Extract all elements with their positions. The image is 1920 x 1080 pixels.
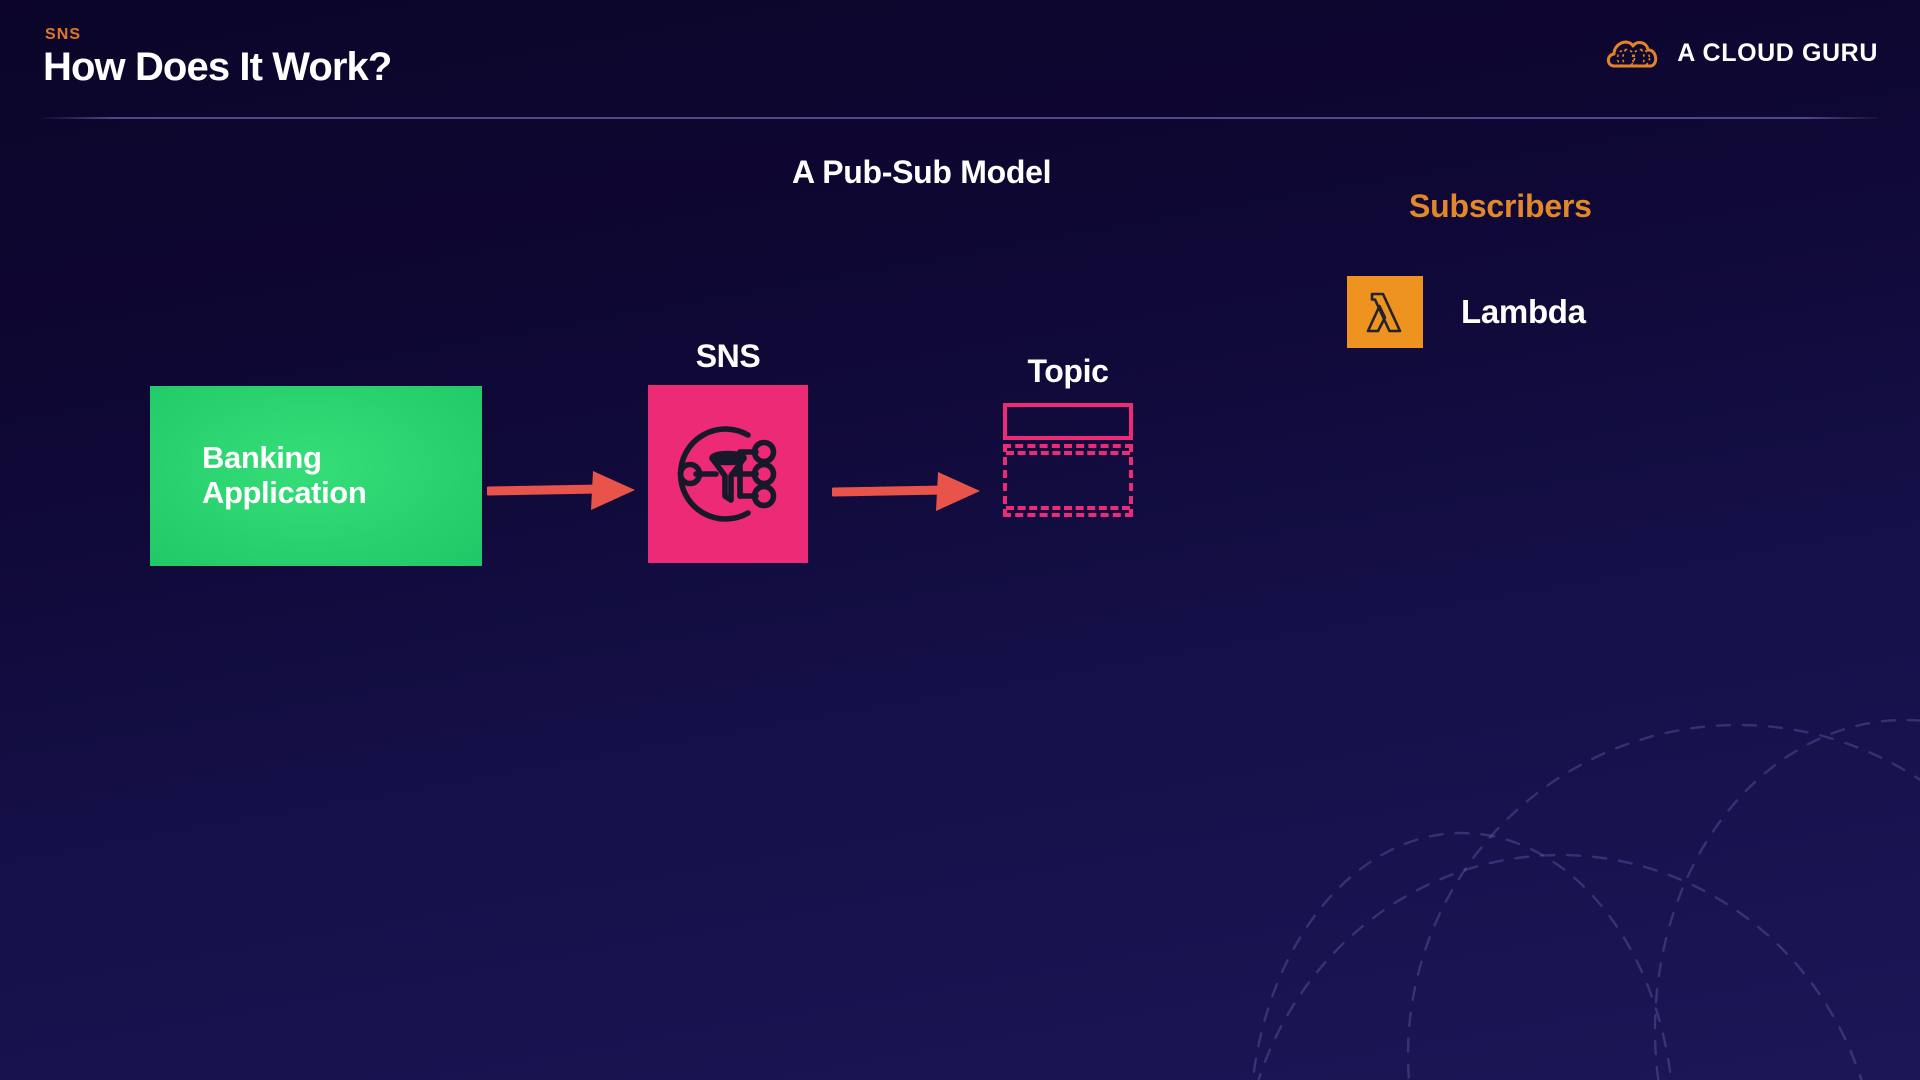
- brand-logo: A CLOUD GURU: [1604, 33, 1878, 73]
- cloud-icon: [1607, 40, 1658, 68]
- topic-table-icon: [1003, 403, 1133, 517]
- arrow-app-to-sns: [487, 471, 635, 510]
- subscriber-item-lambda: Lambda: [1347, 276, 1586, 348]
- pub-sub-caption: A Pub-Sub Model: [792, 154, 1052, 190]
- topic-row: [1006, 451, 1130, 455]
- brand-name: A CLOUD GURU: [1677, 38, 1878, 67]
- subscriber-label: Lambda: [1461, 293, 1586, 330]
- subscribers-heading: Subscribers: [1409, 188, 1592, 224]
- sns-label: SNS: [695, 338, 761, 374]
- slide-header: SNS How Does It Work? A CLOUD GURU: [0, 0, 1920, 122]
- aws-lambda-icon: [1366, 292, 1402, 333]
- arrow-sns-to-topic: [832, 472, 980, 511]
- sns-icon-tile: [648, 385, 808, 563]
- topic-label: Topic: [1027, 353, 1109, 389]
- page-title: How Does It Work?: [43, 45, 392, 89]
- aws-lambda-icon-tile: [1347, 276, 1423, 348]
- sns-fanout-icon: [677, 426, 777, 522]
- banking-application-box: Banking Application: [150, 386, 482, 566]
- topic-header-bar: [1003, 403, 1133, 440]
- topic-group: Topic: [1003, 355, 1133, 517]
- banking-application-line-2: Application: [202, 475, 367, 510]
- sns-group: SNS: [648, 340, 808, 563]
- header-eyebrow: SNS: [45, 26, 82, 43]
- topic-message-rows: [1003, 444, 1133, 517]
- banking-application-line-1: Banking: [202, 440, 322, 476]
- header-divider: [42, 117, 1878, 119]
- topic-row: [1006, 506, 1130, 510]
